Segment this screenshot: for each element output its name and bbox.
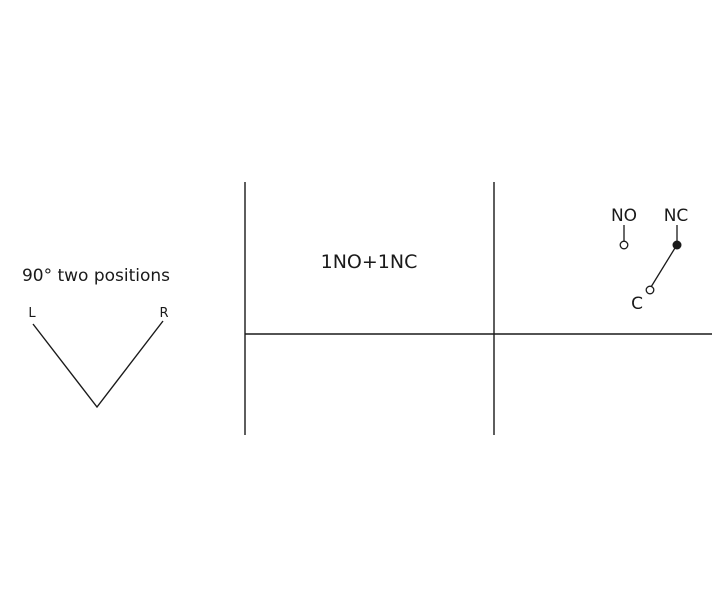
position-label-left: L [28,306,36,321]
terminal-label-nc: NC [664,206,689,226]
contact-config-label: 1NO+1NC [321,251,418,273]
position-title: 90° two positions [22,266,170,286]
nc-terminal-closed-dot [672,240,682,250]
position-label-right: R [159,306,168,321]
terminal-label-c: C [631,294,643,314]
common-terminal-open-dot [645,285,655,295]
position-v-lines [32,320,164,409]
terminal-label-no: NO [611,206,637,226]
no-terminal-open-dot [619,240,629,250]
switch-blade [650,247,676,288]
